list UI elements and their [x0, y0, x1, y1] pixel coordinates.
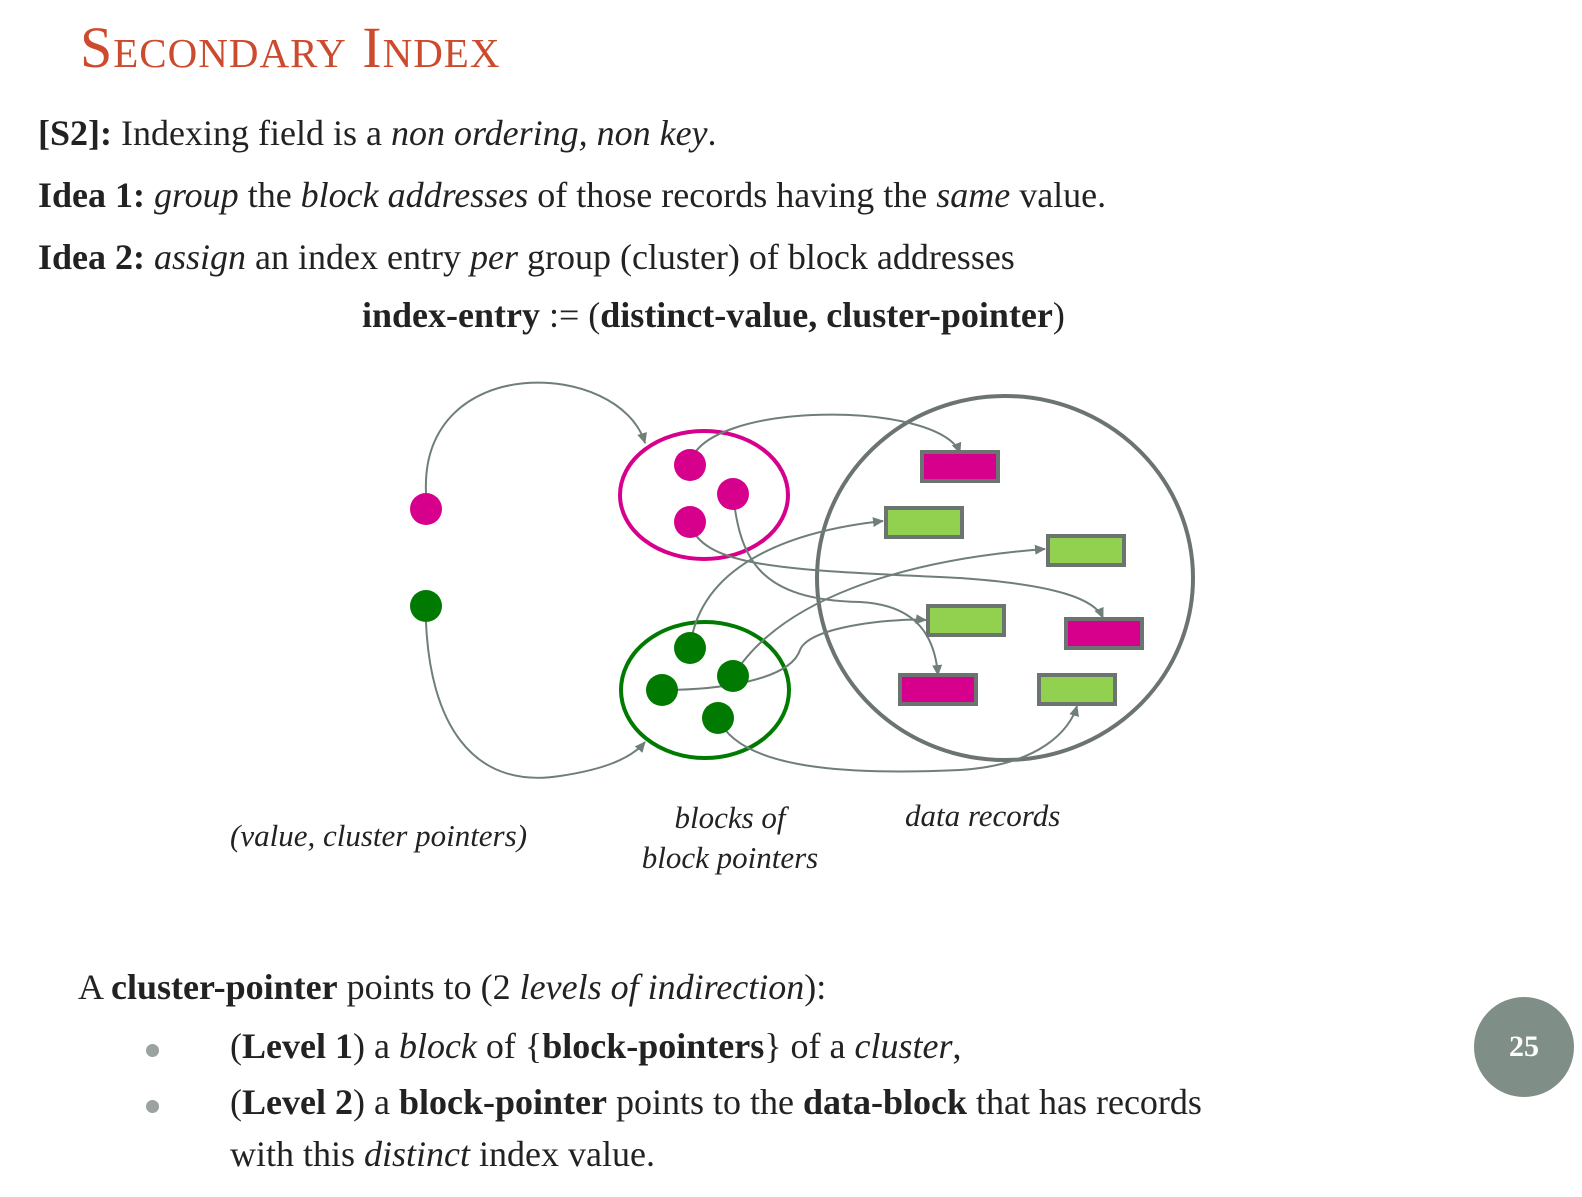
- b1-i: ,: [952, 1026, 962, 1066]
- idea2-line: Idea 2: assign an index entry per group …: [38, 236, 1015, 278]
- block-pointer-g2: [717, 660, 749, 692]
- idea1-text-f: value.: [1010, 175, 1107, 215]
- formula-lhs: index-entry: [362, 295, 540, 335]
- b1-c: ) a: [352, 1026, 399, 1066]
- idea1-text-a: group: [154, 175, 239, 215]
- block-pointer-g3: [646, 674, 678, 706]
- bullet-dot-2: [146, 1100, 159, 1113]
- b2-d: block-pointer: [398, 1082, 607, 1122]
- b2-c: ) a: [352, 1082, 399, 1122]
- intro-b: cluster-pointer: [111, 967, 338, 1007]
- page-number-badge: 25: [1474, 997, 1574, 1097]
- formula-op: := (: [539, 295, 601, 335]
- s2-text-b: non ordering, non key: [390, 113, 708, 153]
- idea2-text-c: per: [469, 237, 518, 277]
- b2-a: (: [230, 1082, 242, 1122]
- block-pointer-m1: [674, 449, 706, 481]
- formula-close: ): [1052, 295, 1065, 335]
- b1-d: block: [398, 1026, 477, 1066]
- s2-text-c: .: [707, 113, 717, 153]
- bullet-level-1: (Level 1) a block of {block-pointers} of…: [230, 1020, 961, 1072]
- b2-i: distinct: [364, 1134, 471, 1174]
- intro-d: levels of indirection: [519, 967, 805, 1007]
- b2-g: that has records: [967, 1082, 1202, 1122]
- data-record-green-1: [884, 506, 964, 539]
- block-pointer-arrow-g1: [689, 517, 884, 649]
- block-pointer-arrow-m3: [689, 521, 1104, 619]
- data-record-green-3: [926, 604, 1006, 637]
- b2-e: points to the: [606, 1082, 803, 1122]
- s2-label: [S2]:: [38, 113, 112, 153]
- b2-h: with this: [230, 1134, 365, 1174]
- idea1-text-c: block addresses: [300, 175, 529, 215]
- b1-e: of {: [476, 1026, 543, 1066]
- formula-rhs: distinct-value, cluster-pointer: [600, 295, 1053, 335]
- data-record-magenta-1: [920, 450, 1000, 483]
- data-record-magenta-3: [898, 673, 978, 706]
- block-pointer-arrow-g3: [661, 614, 927, 691]
- b1-a: (: [230, 1026, 242, 1066]
- b2-f: data-block: [802, 1082, 967, 1122]
- idea1-text-d: of those records having the: [528, 175, 937, 215]
- b1-h: cluster: [854, 1026, 953, 1066]
- b1-b: Level 1: [242, 1026, 353, 1066]
- block-pointer-m3: [674, 506, 706, 538]
- idea1-line: Idea 1: group the block addresses of tho…: [38, 174, 1106, 216]
- idea2-text-b: an index entry: [246, 237, 470, 277]
- b1-f: block-pointers: [542, 1026, 765, 1066]
- caption-records: data records: [905, 798, 1061, 833]
- magenta-cluster-block: [618, 429, 790, 561]
- idea2-text-a: assign: [154, 237, 247, 277]
- green-cluster-block: [619, 620, 791, 760]
- block-pointer-g4: [702, 702, 734, 734]
- bullet-dot-1: [146, 1044, 159, 1057]
- s2-line: [S2]: Indexing field is a non ordering, …: [38, 112, 717, 154]
- idea1-text-e: same: [936, 175, 1011, 215]
- cluster-pointer-intro: A cluster-pointer points to (2 levels of…: [78, 966, 826, 1008]
- block-pointer-m2: [717, 478, 749, 510]
- index-entry-formula: index-entry := (distinct-value, cluster-…: [362, 294, 1065, 336]
- caption-index: (value, cluster pointers): [230, 818, 528, 853]
- idea1-label: Idea 1:: [38, 175, 145, 215]
- block-pointer-arrow-m1: [689, 413, 962, 466]
- s2-text-a: Indexing field is a: [112, 113, 391, 153]
- block-pointer-arrow-g4: [717, 705, 1079, 773]
- cluster-pointer-arrow-magenta: [424, 381, 647, 494]
- block-pointer-arrow-m2: [732, 493, 943, 676]
- b2-j: index value.: [470, 1134, 655, 1174]
- caption-blocks-line1: blocks of: [674, 800, 786, 835]
- cluster-pointer-arrow-green: [425, 621, 646, 779]
- data-records-boundary: [815, 394, 1195, 762]
- caption-blocks: blocks of block pointers: [600, 798, 860, 878]
- b1-g: } of a: [764, 1026, 855, 1066]
- intro-c: points to (2: [337, 967, 520, 1007]
- caption-blocks-line2: block pointers: [641, 840, 819, 875]
- b2-b: Level 2: [242, 1082, 353, 1122]
- idea2-label: Idea 2:: [38, 237, 145, 277]
- data-record-green-4: [1037, 673, 1117, 706]
- idea2-text-d: group (cluster) of block addresses: [517, 237, 1015, 277]
- data-record-magenta-2: [1064, 617, 1144, 650]
- block-pointer-arrow-g2: [732, 544, 1046, 677]
- index-value-magenta: [410, 493, 442, 525]
- bullet-level-2: (Level 2) a block-pointer points to the …: [230, 1076, 1202, 1180]
- index-value-green: [410, 590, 442, 622]
- slide-title: Secondary Index: [80, 15, 501, 80]
- intro-e: ):: [804, 967, 827, 1007]
- data-record-green-2: [1046, 534, 1126, 567]
- idea1-text-b: the: [238, 175, 301, 215]
- intro-a: A: [78, 967, 112, 1007]
- block-pointer-g1: [674, 632, 706, 664]
